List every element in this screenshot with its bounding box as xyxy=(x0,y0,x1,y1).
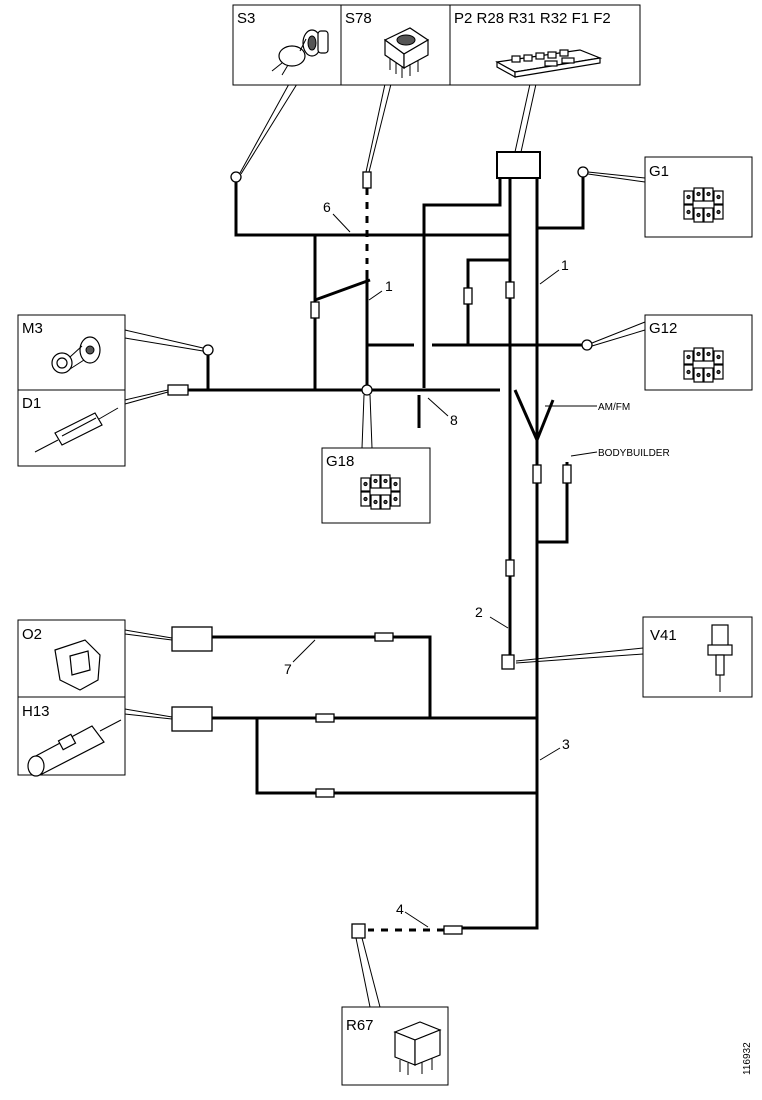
leader-line-o2 xyxy=(124,629,173,641)
inline-connector xyxy=(505,281,515,299)
inline-connector xyxy=(532,464,542,484)
r67-connector xyxy=(351,923,366,939)
g18-connector xyxy=(361,384,373,396)
s3-connector xyxy=(230,171,242,183)
label-h13: H13 xyxy=(22,703,50,720)
fuse-board-icon xyxy=(495,49,603,79)
lamp-m3-icon xyxy=(51,336,101,374)
label-r67: R67 xyxy=(346,1017,374,1034)
wire-label-6: 6 xyxy=(323,199,331,215)
h13-connector xyxy=(171,706,213,732)
component-box-v41 xyxy=(642,616,753,698)
sensor-v41-icon xyxy=(707,624,733,692)
inline-connector xyxy=(463,287,473,305)
harness-trunk-outer xyxy=(462,178,539,930)
branch-label-amfm: AM/FM xyxy=(598,402,630,413)
wire-7-o2 xyxy=(212,635,432,718)
inline-connector xyxy=(505,559,515,577)
label-d1: D1 xyxy=(22,395,41,412)
leader-line-p2 xyxy=(514,83,537,153)
leader-line-wire-4 xyxy=(404,911,429,928)
label-s3: S3 xyxy=(237,10,255,27)
wire-1-slanted xyxy=(314,278,371,302)
leader-line-wire-2 xyxy=(489,616,509,629)
switch-s3-icon xyxy=(271,29,329,76)
horn-h13-icon xyxy=(27,719,122,777)
leader-line-h13 xyxy=(124,708,173,720)
leader-line-wire-8 xyxy=(427,397,449,417)
leader-line-g1 xyxy=(587,171,646,183)
leader-line-g12 xyxy=(591,321,646,347)
inline-connector xyxy=(562,464,572,484)
label-s78: S78 xyxy=(345,10,372,27)
wire-6-s3-branch xyxy=(234,182,510,237)
inline-connector xyxy=(310,301,320,319)
wire-amfm-right xyxy=(535,399,555,441)
inline-connector xyxy=(443,925,463,935)
branch-label-bodybuilder: BODYBUILDER xyxy=(598,448,670,459)
leader-line-d1 xyxy=(124,389,169,405)
wire-amfm-left xyxy=(513,389,539,441)
label-g18: G18 xyxy=(326,453,354,470)
wire-label-3: 3 xyxy=(562,736,570,752)
leader-line-s78 xyxy=(365,83,392,173)
wire-label-2: 2 xyxy=(475,604,483,620)
leader-line-v41 xyxy=(515,647,644,664)
leader-line-wire-1-right xyxy=(539,269,560,285)
leader-line-wire-3 xyxy=(539,747,561,761)
label-m3: M3 xyxy=(22,320,43,337)
wire-label-1-right: 1 xyxy=(561,257,569,273)
label-o2: O2 xyxy=(22,626,42,643)
label-v41: V41 xyxy=(650,627,677,644)
wire-bodybuilder-loop xyxy=(537,462,569,544)
m3-connector xyxy=(202,344,214,356)
label-g1: G1 xyxy=(649,163,669,180)
label-p2-group: P2 R28 R31 R32 F1 F2 xyxy=(454,10,611,27)
leader-line-wire-7 xyxy=(292,639,316,663)
switch-s78-icon xyxy=(383,27,430,78)
wire-label-7: 7 xyxy=(284,661,292,677)
wire-label-1-left: 1 xyxy=(385,278,393,294)
inline-connector xyxy=(374,632,394,642)
s78-connector xyxy=(362,171,372,189)
wire-lower-loop xyxy=(255,718,537,795)
relay-r67-icon xyxy=(393,1021,442,1075)
g1-connector xyxy=(577,166,589,178)
d1-connector xyxy=(167,384,189,396)
diode-d1-icon xyxy=(34,407,119,453)
leader-line-r67 xyxy=(355,937,381,1008)
leader-line-g18 xyxy=(361,394,373,449)
label-g12: G12 xyxy=(649,320,677,337)
wire-8-branch xyxy=(422,178,502,388)
wire-label-4: 4 xyxy=(396,901,404,917)
leader-line-s3 xyxy=(239,83,298,175)
wire-loop-468 xyxy=(466,258,510,345)
inline-connector xyxy=(315,713,335,723)
v41-connector xyxy=(501,654,515,670)
inline-connector xyxy=(315,788,335,798)
leader-line-m3 xyxy=(124,329,204,352)
connector-block xyxy=(496,151,541,179)
wire-label-8: 8 xyxy=(450,412,458,428)
leader-line-wire-1-left xyxy=(368,290,383,301)
module-o2-icon xyxy=(54,639,101,691)
leader-line-bodybuilder xyxy=(570,451,598,457)
o2-connector xyxy=(171,626,213,652)
g12-connector xyxy=(581,339,593,351)
wire-g1-branch xyxy=(537,177,585,230)
figure-id: 116932 xyxy=(742,1042,753,1075)
leader-line-wire-6 xyxy=(332,213,351,233)
